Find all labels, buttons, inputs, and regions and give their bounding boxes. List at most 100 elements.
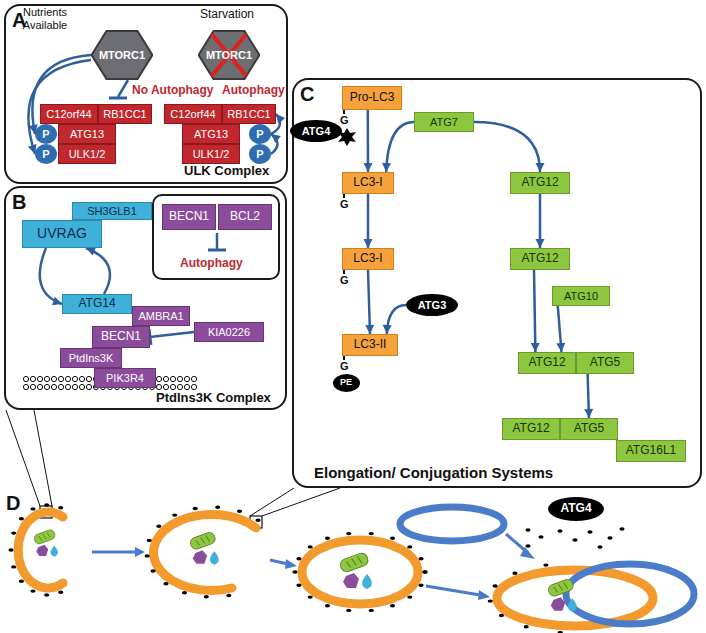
complex-hexagon: MTORC1 — [198, 30, 260, 80]
lipid-head — [23, 384, 28, 389]
lc3-dot — [597, 545, 602, 548]
lc3-dot — [422, 570, 427, 573]
free-label: G — [340, 360, 349, 373]
hexagon-outline — [199, 31, 260, 79]
lc3-dot — [296, 584, 301, 587]
cargo — [189, 531, 219, 565]
lc3-dot — [407, 595, 412, 598]
box-label: SH3GLB1 — [87, 205, 137, 217]
lipid-head — [37, 384, 42, 389]
lc3-dot — [538, 535, 543, 538]
protein-box: LC3-II — [342, 334, 398, 356]
lc3-dot — [422, 570, 427, 573]
complex-hexagon: MTORC1 — [91, 30, 153, 80]
arrow-head — [382, 163, 391, 172]
lc3-dot — [44, 593, 49, 596]
lysosome — [400, 507, 504, 541]
box-label: ULK1/2 — [69, 148, 106, 160]
protein-box: ATG10 — [552, 286, 610, 306]
protein-box: ATG12 — [502, 418, 560, 440]
panel-frame: BPtdIns3K ComplexSH3GLB1UVRAGAutophagyBE… — [4, 186, 287, 410]
phospho-circle: P — [249, 144, 271, 164]
box-label: ATG3 — [418, 299, 447, 311]
box-label: ATG12 — [528, 356, 565, 369]
lc3-dot — [19, 580, 24, 583]
panel-title: Elongation/ Conjugation Systems — [314, 464, 553, 482]
box-label: ATG16L1 — [626, 444, 676, 457]
free-label: G — [340, 114, 349, 127]
protein-box: ATG5 — [560, 418, 618, 440]
protein-box: ATG13 — [182, 124, 240, 144]
lc3-dot — [346, 609, 351, 612]
lc3-dot — [325, 537, 330, 540]
protein-box: BECN1 — [162, 204, 216, 230]
lc3-dot — [255, 519, 260, 522]
box-label: ATG5 — [590, 356, 620, 369]
arrow-head — [276, 114, 285, 124]
arrow-head — [536, 239, 545, 248]
box-label: ATG13 — [194, 128, 228, 140]
box-label: Pro-LC3 — [350, 91, 395, 104]
protein-box: ATG12 — [510, 248, 570, 270]
inhibit-bar — [208, 249, 226, 252]
lc3-dot — [390, 604, 395, 607]
lc3-dot — [619, 527, 624, 530]
lc3-dot — [58, 591, 63, 594]
lc3-dot — [58, 506, 63, 509]
lipid-head — [177, 384, 182, 389]
lc3-dot — [308, 545, 313, 548]
protein-box: ATG5 — [576, 352, 634, 374]
box-label: LC3-I — [353, 176, 382, 189]
panel-title: ULK Complex — [184, 163, 269, 179]
lc3-dot — [151, 569, 156, 572]
arrow-head — [364, 239, 373, 248]
box-label: MTORC1 — [206, 49, 252, 61]
box-label: ATG5 — [574, 422, 604, 435]
lipid-head — [191, 376, 196, 381]
box-label: RB1CC1 — [227, 108, 270, 120]
lc3-dot — [369, 609, 374, 612]
lc3-dot — [44, 503, 49, 506]
inhibit-line — [118, 80, 128, 97]
free-label: Starvation — [200, 8, 254, 22]
arrow-head — [271, 134, 281, 143]
phospho-circle: P — [249, 124, 271, 144]
lc3-dot — [525, 544, 530, 547]
protein-box: KIA0226 — [194, 322, 264, 342]
lc3-dot — [587, 530, 592, 533]
lc3-dot — [19, 517, 24, 520]
protein-box: ULK1/2 — [58, 144, 116, 164]
box-label: RB1CC1 — [103, 108, 146, 120]
lipid-head — [170, 376, 175, 381]
lipid-head — [23, 376, 28, 381]
box-label: BECN1 — [169, 210, 209, 223]
box-label: ATG7 — [430, 116, 458, 128]
lc3-dot — [182, 591, 187, 594]
lc3-dot — [204, 595, 209, 598]
box-label: ATG12 — [521, 176, 558, 189]
arrow-head — [363, 163, 372, 172]
box-label: ATG13 — [70, 128, 104, 140]
box-label: BECN1 — [101, 330, 141, 343]
connector — [387, 305, 406, 334]
connector — [86, 248, 110, 294]
lipid-head — [156, 384, 161, 389]
lc3-dot — [524, 625, 529, 628]
box-label: P — [256, 148, 263, 160]
lc3-dot — [226, 594, 231, 597]
protein-box: RB1CC1 — [222, 104, 276, 124]
lc3-dot — [325, 604, 330, 607]
box-label: C12orf44 — [170, 108, 215, 120]
lc3-dot — [346, 532, 351, 535]
protein-box: Pro-LC3 — [342, 86, 402, 110]
protein-box: ATG12 — [510, 172, 570, 194]
arrow-head — [584, 409, 593, 418]
connector — [367, 110, 370, 172]
panel-title: Autophagy — [180, 256, 243, 270]
protein-box: LC3-I — [342, 172, 394, 194]
protein-box: RB1CC1 — [98, 104, 152, 124]
protein-box: ATG12 — [518, 352, 576, 374]
panel-title: PtdIns3K Complex — [156, 390, 271, 406]
connector — [150, 332, 194, 337]
cargo — [33, 529, 58, 557]
